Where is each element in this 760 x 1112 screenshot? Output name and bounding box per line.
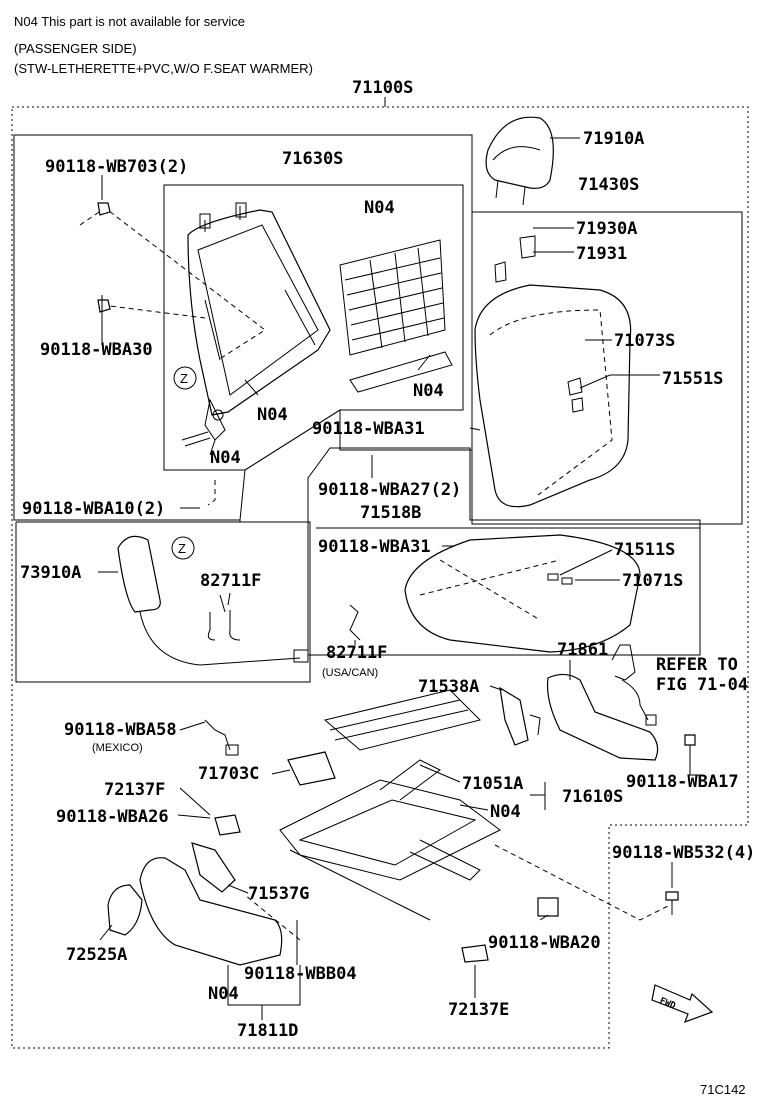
label-71861: 71861 — [557, 640, 608, 660]
label-z-2: Z — [178, 541, 186, 556]
bolt-icon — [97, 202, 111, 313]
label-90118-WBA27: 90118-WBA27(2) — [318, 480, 461, 500]
label-90118-WB532: 90118-WB532(4) — [612, 843, 755, 863]
cover-71703C — [287, 751, 336, 786]
spring-mat-N04 — [339, 239, 453, 393]
label-72525A: 72525A — [66, 945, 127, 965]
part-wba20 — [537, 897, 559, 917]
pad-box-71430S — [471, 211, 743, 525]
bracket-71537G — [191, 842, 236, 893]
label-71073S: 71073S — [614, 331, 675, 351]
label-90118-WBA26: 90118-WBA26 — [56, 807, 169, 827]
bolt-icon — [684, 734, 696, 760]
label-71430S: 71430S — [578, 175, 639, 195]
bolt-icon — [665, 891, 679, 915]
leader-wb703 — [79, 207, 266, 361]
label-71538A: 71538A — [418, 677, 479, 697]
bracket-71538A — [499, 686, 541, 746]
leader-lines — [98, 137, 700, 1020]
label-71511S: 71511S — [614, 540, 675, 560]
label-90118-WBA10: 90118-WBA10(2) — [22, 499, 165, 519]
label-71703C: 71703C — [198, 764, 259, 784]
label-90118-WBA30: 90118-WBA30 — [40, 340, 153, 360]
harness-82711F — [349, 604, 361, 641]
label-N04-wire: N04 — [413, 381, 444, 401]
shield-71861 — [546, 644, 659, 761]
label-90118-WBA58: 90118-WBA58 — [64, 720, 177, 740]
leader-wba30 — [101, 304, 206, 319]
z-marker-circle — [171, 536, 195, 560]
header-note: N04 This part is not available for servi… — [14, 14, 245, 29]
seatback-frame-71630S — [181, 202, 331, 447]
label-N04-frame: N04 — [257, 405, 288, 425]
label-N04-track: N04 — [490, 802, 521, 822]
label-72137F: 72137F — [104, 780, 165, 800]
seat-cushion-71071S — [404, 534, 641, 653]
label-71551S: 71551S — [662, 369, 723, 389]
label-82711F-a: 82711F — [200, 571, 261, 591]
label-usa-can: (USA/CAN) — [322, 667, 378, 679]
label-73910A: 73910A — [20, 563, 81, 583]
header-spec: (STW-LETHERETTE+PVC,W/O F.SEAT WARMER) — [14, 61, 313, 76]
shield-71811D — [139, 857, 283, 966]
label-fig-71-04: FIG 71-04 — [656, 675, 748, 695]
label-90118-WBA31-b: 90118-WBA31 — [318, 537, 431, 557]
label-90118-WBB04: 90118-WBB04 — [244, 964, 357, 984]
cover-72525A — [107, 884, 143, 936]
airbag-73910A — [117, 535, 309, 666]
label-90118-WBA17: 90118-WBA17 — [626, 772, 739, 792]
harness-wba58 — [204, 719, 231, 751]
label-71051A: 71051A — [462, 774, 523, 794]
label-90118-WB703: 90118-WB703(2) — [45, 157, 188, 177]
header-side: (PASSENGER SIDE) — [14, 41, 137, 56]
label-71630S: 71630S — [282, 149, 343, 169]
label-mexico: (MEXICO) — [92, 742, 143, 754]
z-marker-circle — [173, 366, 197, 390]
label-refer-to: REFER TO — [656, 655, 738, 675]
label-71610S: 71610S — [562, 787, 623, 807]
label-71930A: 71930A — [576, 219, 637, 239]
airbag-box-73910A — [15, 520, 311, 683]
label-71931: 71931 — [576, 244, 627, 264]
label-z-1: Z — [180, 371, 188, 386]
cushion-frame-71610S — [279, 689, 501, 921]
fwd-arrow-icon — [651, 984, 714, 1024]
label-71100S: 71100S — [352, 78, 413, 98]
label-71537G: 71537G — [248, 884, 309, 904]
leader-wb532 — [244, 844, 671, 941]
label-72137E: 72137E — [448, 1000, 509, 1020]
assembly-frame-71100S — [11, 106, 749, 1049]
label-71071S: 71071S — [622, 571, 683, 591]
label-N04-mat: N04 — [364, 198, 395, 218]
label-71910A: 71910A — [583, 129, 644, 149]
label-71518B: 71518B — [360, 503, 421, 523]
cushion-box-71518B — [307, 447, 701, 656]
frame-box-71630S — [163, 184, 464, 471]
cover-72137E — [461, 944, 489, 963]
seatback-cover-71430S — [474, 235, 632, 508]
diagram-id: 71C142 — [700, 1082, 746, 1097]
label-N04-shield: N04 — [208, 984, 239, 1004]
cover-72137F — [214, 814, 241, 836]
label-82711F-b: 82711F — [326, 643, 387, 663]
label-90118-WBA31-a: 90118-WBA31 — [312, 419, 425, 439]
label-N04-lower: N04 — [210, 448, 241, 468]
label-90118-WBA20: 90118-WBA20 — [488, 933, 601, 953]
headrest-71910A — [485, 116, 554, 206]
label-71811D: 71811D — [237, 1021, 298, 1041]
